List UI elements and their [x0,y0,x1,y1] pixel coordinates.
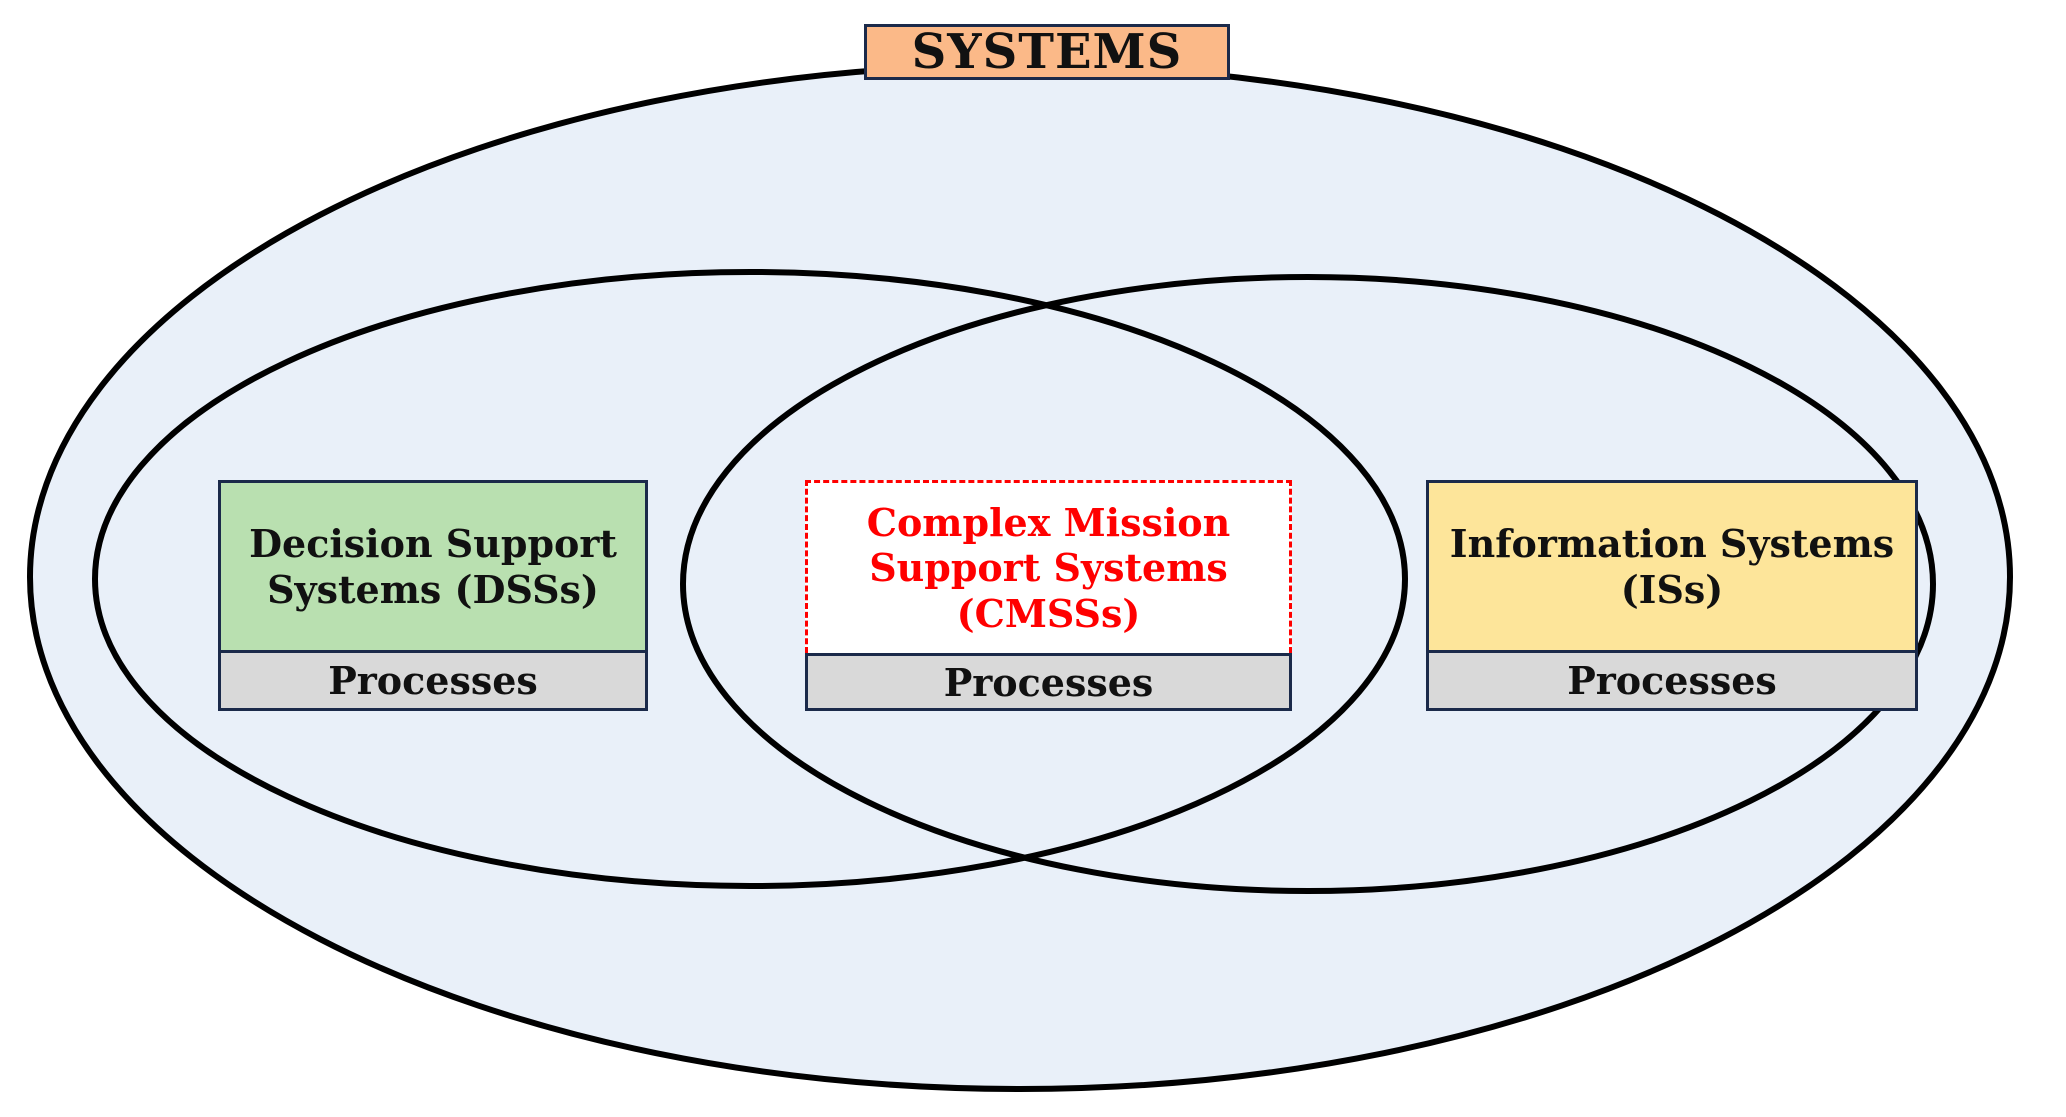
cmss-label: Complex Mission Support Systems (CMSSs) [805,480,1292,653]
cmss-processes-label: Processes [805,653,1292,711]
is-box: Information Systems (ISs) Processes [1426,480,1918,711]
dss-processes-label: Processes [221,650,645,708]
cmss-box: Complex Mission Support Systems (CMSSs) … [805,480,1292,711]
dss-ellipse [92,269,1408,889]
dss-box: Decision Support Systems (DSSs) Processe… [218,480,648,711]
is-label: Information Systems (ISs) [1429,483,1915,650]
is-processes-label: Processes [1429,650,1915,708]
is-ellipse [680,274,1936,894]
systems-title: SYSTEMS [864,24,1230,80]
dss-label: Decision Support Systems (DSSs) [221,483,645,650]
